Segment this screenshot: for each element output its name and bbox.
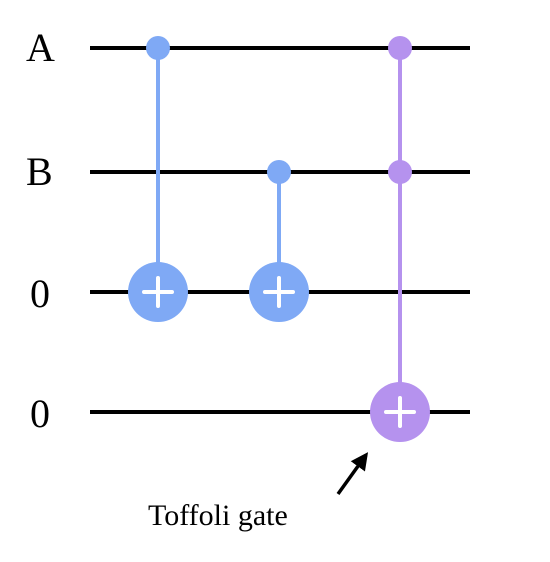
wire-label-ancilla-1: 0 [30, 271, 50, 316]
cnot-gate-b-plus-icon [263, 276, 295, 308]
cnot-gate-a-plus-icon [142, 276, 174, 308]
wire-label-b: B [26, 149, 53, 194]
toffoli-gate-control-dot-a [388, 36, 412, 60]
toffoli-annotation: Toffoli gate [148, 452, 369, 532]
cnot-gate-b [249, 160, 309, 322]
toffoli-gate-control-dot-b [388, 160, 412, 184]
cnot-gate-a-control-dot [146, 36, 170, 60]
wire-labels: A B 0 0 [26, 25, 55, 436]
cnot-gate-b-control-dot [267, 160, 291, 184]
annotation-arrow-icon [336, 452, 369, 496]
wire-label-a: A [26, 25, 55, 70]
cnot-gate-a [128, 36, 188, 322]
annotation-label: Toffoli gate [148, 499, 288, 532]
toffoli-gate [370, 36, 430, 442]
wire-label-ancilla-2: 0 [30, 391, 50, 436]
toffoli-gate-plus-icon [384, 396, 416, 428]
